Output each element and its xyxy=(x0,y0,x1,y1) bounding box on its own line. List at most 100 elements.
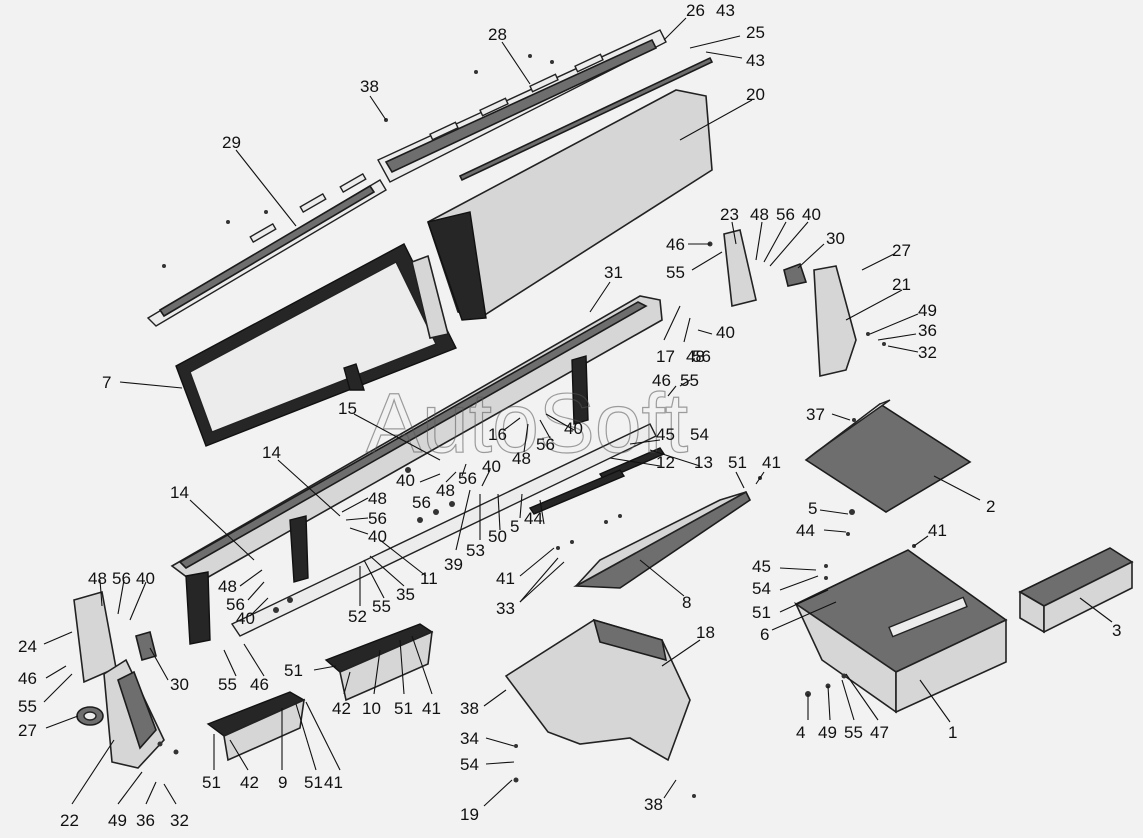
part-30-block-right xyxy=(783,262,808,287)
label-56: 56 xyxy=(692,347,711,366)
label-25: 25 xyxy=(746,23,765,42)
label-46: 46 xyxy=(652,371,671,390)
label-54: 54 xyxy=(460,755,479,774)
label-7: 7 xyxy=(102,373,111,392)
label-40: 40 xyxy=(236,609,255,628)
label-5: 5 xyxy=(510,517,519,536)
label-49: 49 xyxy=(918,301,937,320)
label-56: 56 xyxy=(112,569,131,588)
label-51: 51 xyxy=(202,773,221,792)
label-29: 29 xyxy=(222,133,241,152)
label-17: 17 xyxy=(656,347,675,366)
label-10: 10 xyxy=(362,699,381,718)
part-27-ring xyxy=(76,706,104,726)
label-20: 20 xyxy=(746,85,765,104)
part-21-bracket xyxy=(813,265,857,377)
label-36: 36 xyxy=(136,811,155,830)
label-22: 22 xyxy=(60,811,79,830)
label-31: 31 xyxy=(604,263,623,282)
label-40: 40 xyxy=(368,527,387,546)
part-23-bracket xyxy=(723,229,757,307)
label-27: 27 xyxy=(892,241,911,260)
part-2-tray xyxy=(804,399,972,513)
part-31-long-panel xyxy=(170,295,663,645)
part-25-strip xyxy=(458,56,714,182)
part-29-trim-strip xyxy=(146,172,387,327)
part-7-frame-panel xyxy=(175,243,457,447)
part-18-console xyxy=(504,618,691,762)
label-54: 54 xyxy=(752,579,771,598)
label-49: 49 xyxy=(818,723,837,742)
label-40: 40 xyxy=(396,471,415,490)
label-27: 27 xyxy=(18,721,37,740)
label-55: 55 xyxy=(18,697,37,716)
label-47: 47 xyxy=(870,723,889,742)
label-46: 46 xyxy=(250,675,269,694)
label-19: 19 xyxy=(460,805,479,824)
label-1: 1 xyxy=(948,723,957,742)
label-21: 21 xyxy=(892,275,911,294)
part-9-tray xyxy=(206,691,306,762)
label-46: 46 xyxy=(18,669,37,688)
label-2: 2 xyxy=(986,497,995,516)
label-48: 48 xyxy=(512,449,531,468)
label-56: 56 xyxy=(458,469,477,488)
label-55: 55 xyxy=(218,675,237,694)
label-48: 48 xyxy=(436,481,455,500)
label-48: 48 xyxy=(218,577,237,596)
part-24-bracket xyxy=(73,590,117,684)
part-12-strip xyxy=(528,447,666,515)
label-43: 43 xyxy=(716,1,735,20)
label-28: 28 xyxy=(488,25,507,44)
label-40: 40 xyxy=(564,419,583,438)
label-6: 6 xyxy=(760,625,769,644)
label-18: 18 xyxy=(696,623,715,642)
label-54: 54 xyxy=(690,425,709,444)
label-55: 55 xyxy=(372,597,391,616)
hardware-fasteners xyxy=(157,54,916,798)
part-8-cover-plate xyxy=(573,490,752,589)
label-38: 38 xyxy=(360,77,379,96)
label-41: 41 xyxy=(422,699,441,718)
label-46: 46 xyxy=(666,235,685,254)
label-55: 55 xyxy=(666,263,685,282)
label-48: 48 xyxy=(750,205,769,224)
label-48: 48 xyxy=(686,347,705,366)
part-1-box xyxy=(794,549,1008,714)
watermark: AutoSoft xyxy=(366,376,688,470)
label-52: 52 xyxy=(348,607,367,626)
label-42: 42 xyxy=(240,773,259,792)
label-44: 44 xyxy=(524,509,543,528)
label-41: 41 xyxy=(762,453,781,472)
part-22-bracket xyxy=(103,658,165,769)
label-9: 9 xyxy=(278,773,287,792)
label-13: 13 xyxy=(694,453,713,472)
label-26: 26 xyxy=(686,1,705,20)
label-45: 45 xyxy=(656,425,675,444)
label-55: 55 xyxy=(680,371,699,390)
label-12: 12 xyxy=(656,453,675,472)
label-30: 30 xyxy=(170,675,189,694)
label-40: 40 xyxy=(802,205,821,224)
label-44: 44 xyxy=(796,521,815,540)
label-39: 39 xyxy=(444,555,463,574)
part-11-rail xyxy=(230,423,657,637)
label-51: 51 xyxy=(752,603,771,622)
label-3: 3 xyxy=(1112,621,1121,640)
part-28-trim-strip xyxy=(377,29,667,183)
label-43: 43 xyxy=(746,51,765,70)
label-11: 11 xyxy=(420,569,438,588)
label-41: 41 xyxy=(324,773,343,792)
label-14: 14 xyxy=(262,443,281,462)
label-34: 34 xyxy=(460,729,479,748)
part-30-block xyxy=(135,631,157,661)
label-51: 51 xyxy=(284,661,303,680)
label-14: 14 xyxy=(170,483,189,502)
label-37: 37 xyxy=(806,405,825,424)
label-16: 16 xyxy=(488,425,507,444)
label-55: 55 xyxy=(844,723,863,742)
label-35: 35 xyxy=(396,585,415,604)
label-38: 38 xyxy=(644,795,663,814)
